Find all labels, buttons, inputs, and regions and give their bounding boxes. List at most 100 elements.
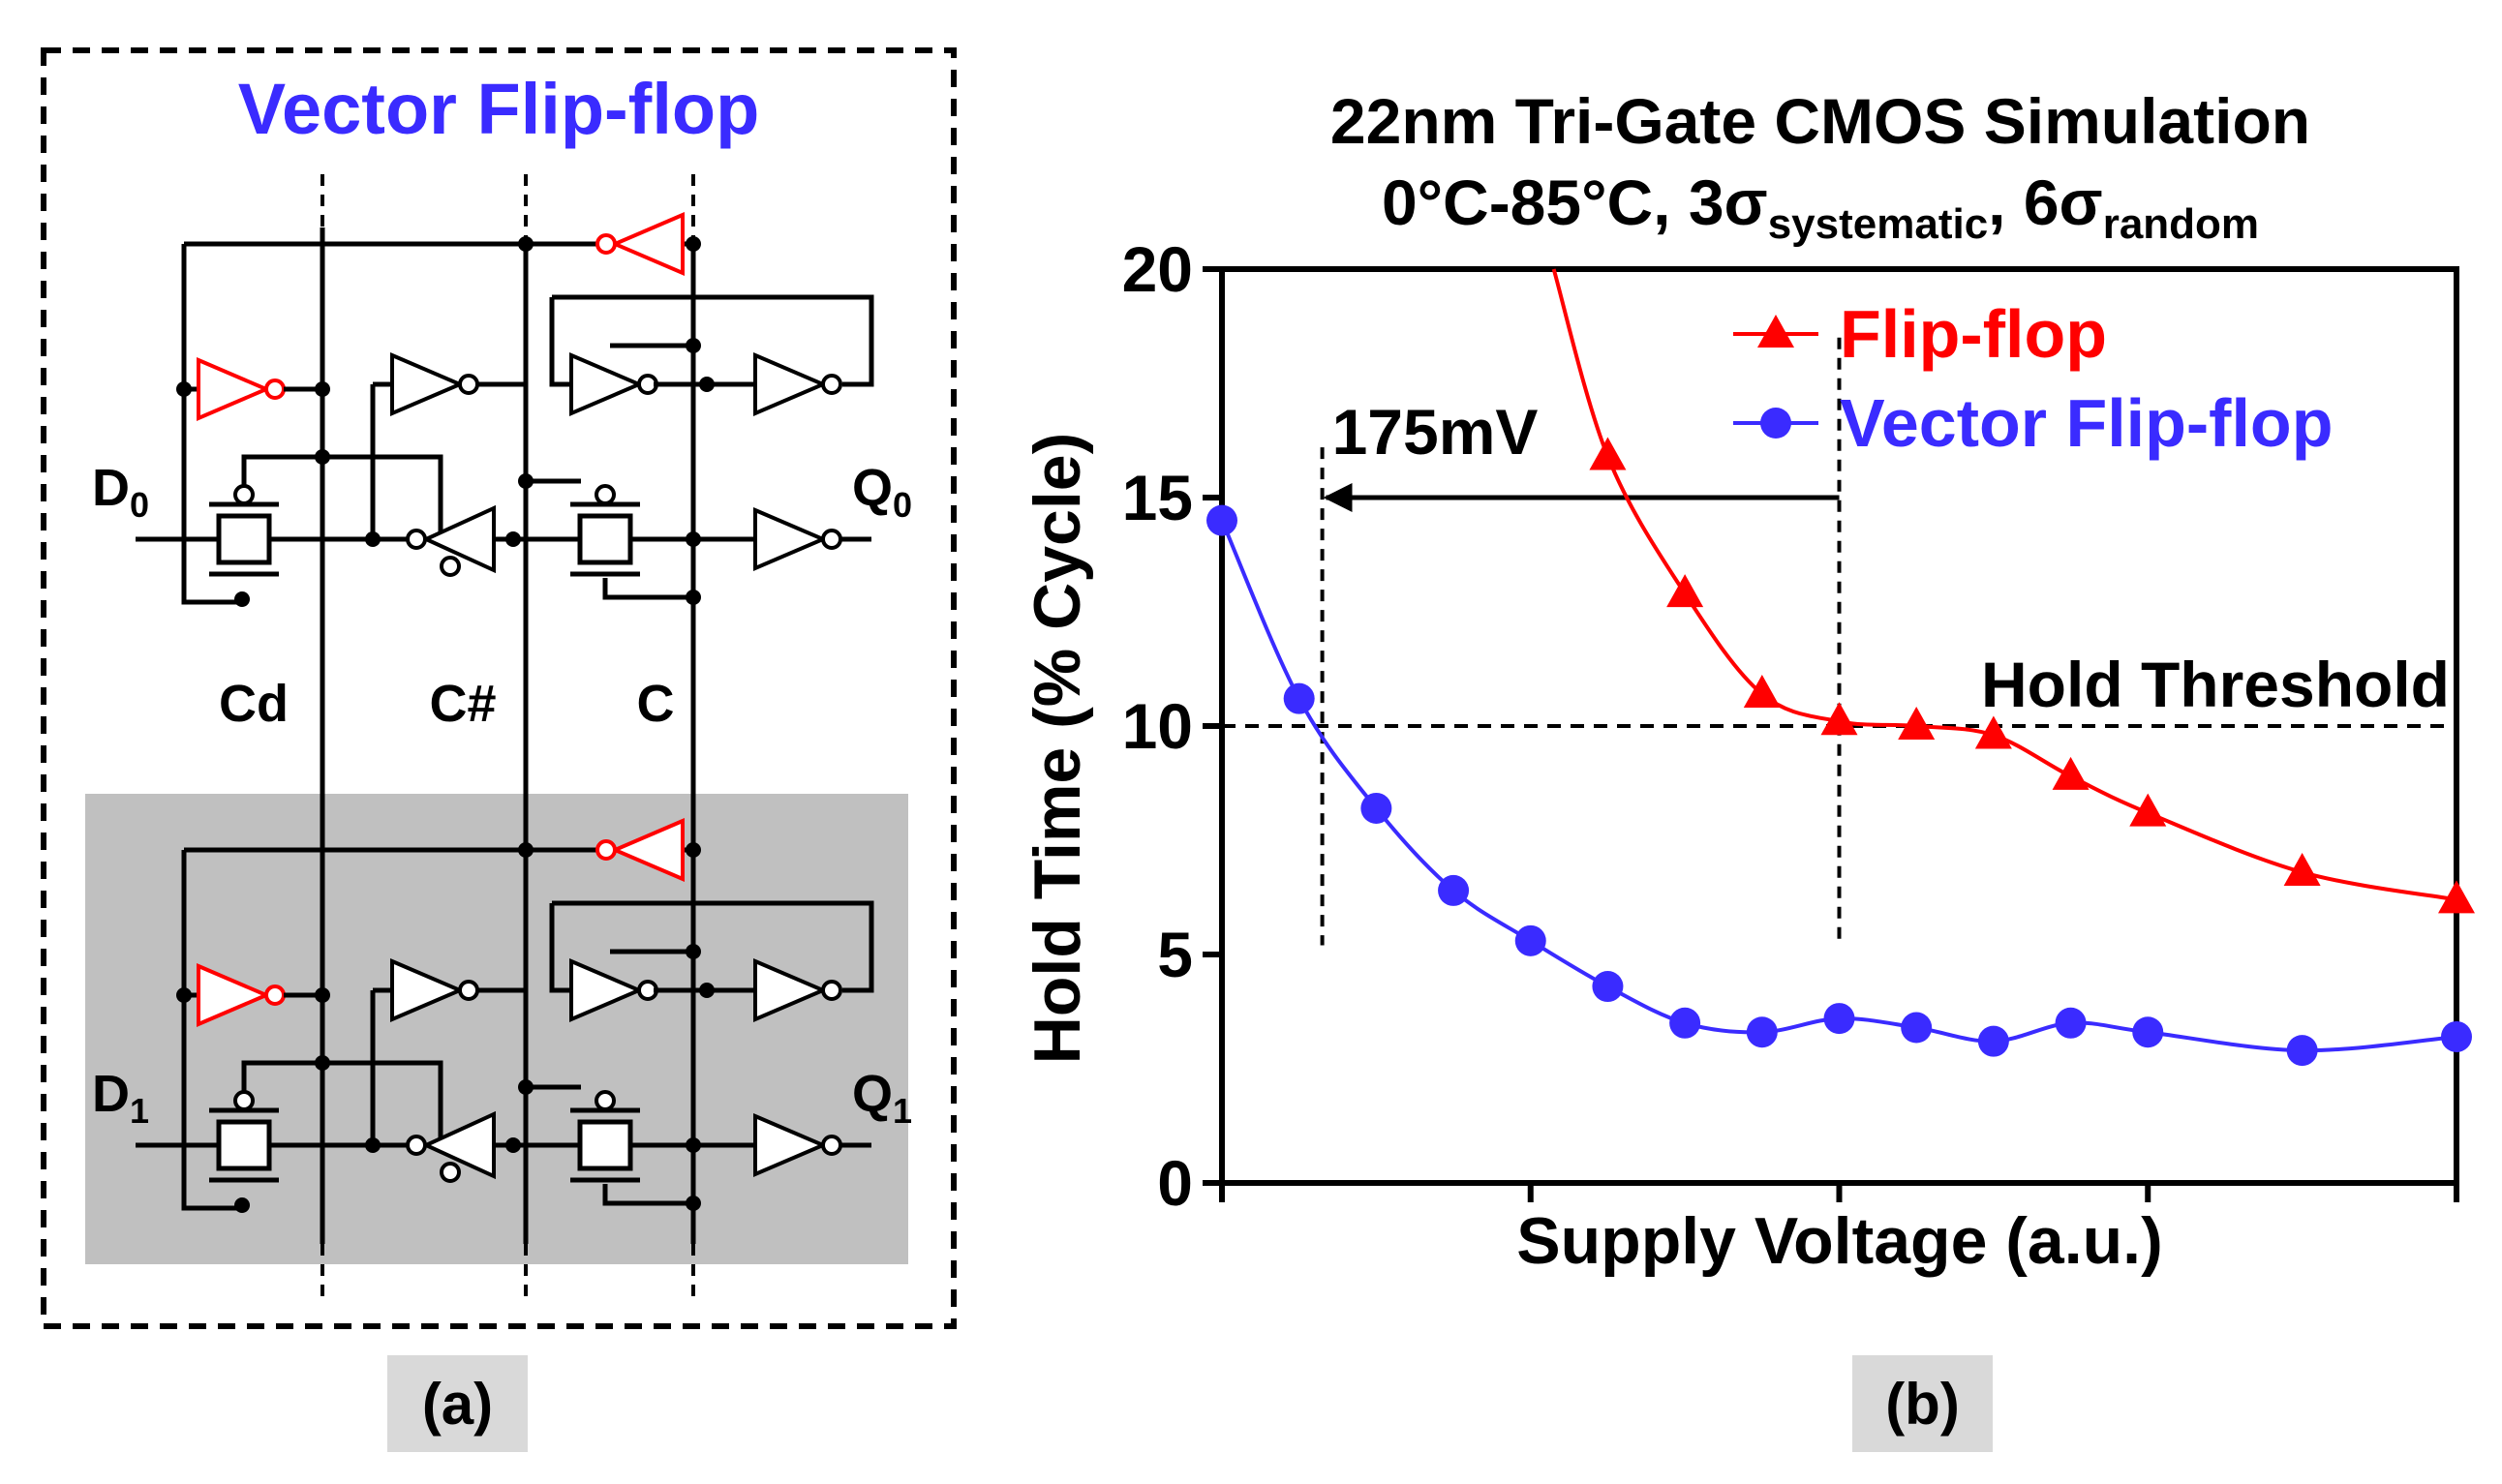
junction-dot	[518, 236, 534, 252]
slave-inverter-2-bubble	[821, 980, 842, 1001]
junction-dot	[686, 236, 701, 252]
y-tick-label: 0	[1157, 1147, 1193, 1219]
data-output-subscript: 1	[893, 1091, 912, 1131]
tristate-bubble	[406, 529, 427, 550]
junction-dot	[315, 987, 330, 1003]
junction-dot	[176, 987, 192, 1003]
junction-dot	[365, 531, 381, 547]
chart-title: 22nm Tri-Gate CMOS Simulation	[1330, 85, 2310, 157]
delta-label: 175mV	[1332, 396, 1539, 468]
wire	[181, 244, 242, 605]
junction-dot	[176, 381, 192, 397]
cd-inverter-red	[197, 356, 272, 422]
cd-inverter-red	[197, 962, 272, 1028]
panel-b-caption: (b)	[1852, 1355, 1993, 1452]
tg-bubble	[595, 1090, 616, 1111]
master-inverter-bubble	[458, 374, 479, 395]
data-point-vector-flipflop	[1901, 1012, 1933, 1044]
output-inverter	[753, 1112, 829, 1178]
tristate-inverter	[421, 504, 496, 574]
output-inverter-bubble	[821, 529, 842, 550]
tg-bubble	[233, 484, 255, 505]
slave-inverter-1	[569, 957, 645, 1023]
master-inverter-bubble	[458, 980, 479, 1001]
wire	[602, 578, 693, 600]
slave-inverter-2-bubble	[821, 374, 842, 395]
data-point-flipflop	[1666, 574, 1704, 608]
legend-marker-flipflop	[1757, 315, 1794, 348]
wire	[552, 900, 874, 993]
data-point-flipflop	[2052, 756, 2090, 790]
tristate-bubble	[406, 1135, 427, 1156]
keeper-inverter-red	[609, 817, 685, 883]
data-point-vector-flipflop	[1977, 1025, 2009, 1057]
data-point-vector-flipflop	[1206, 504, 1237, 536]
keeper-inverter-red-bubble	[595, 839, 617, 861]
data-point-vector-flipflop	[2055, 1007, 2087, 1039]
data-point-vector-flipflop	[1592, 971, 1624, 1003]
junction-dot	[686, 531, 701, 547]
data-point-vector-flipflop	[1669, 1007, 1701, 1039]
data-point-vector-flipflop	[1438, 874, 1470, 906]
junction-dot	[315, 449, 330, 465]
junction-dot	[234, 591, 250, 607]
data-input-subscript: 0	[130, 485, 149, 525]
data-point-flipflop	[1898, 707, 1936, 740]
junction-dot	[686, 1196, 701, 1211]
data-point-vector-flipflop	[2132, 1016, 2164, 1048]
panel-a-caption: (a)	[387, 1355, 528, 1452]
output-inverter	[753, 506, 829, 572]
tg-bubble	[595, 484, 616, 505]
wire	[549, 903, 571, 993]
cd-inverter-red-bubble	[264, 984, 286, 1006]
tristate-bubble-2	[440, 1162, 461, 1183]
data-point-flipflop	[2129, 793, 2167, 827]
panel-b-chart: 22nm Tri-Gate CMOS Simulation 0°C-85°C, …	[1021, 85, 2475, 1278]
data-point-flipflop	[1974, 715, 2012, 749]
clock-label-cd: Cd	[219, 675, 289, 733]
data-point-vector-flipflop	[1283, 682, 1315, 714]
y-tick-label: 5	[1157, 919, 1193, 990]
data-point-vector-flipflop	[1823, 1003, 1855, 1035]
junction-dot	[315, 1055, 330, 1071]
panel-a-frame	[41, 47, 957, 1329]
junction-dot	[518, 473, 534, 489]
junction-dot	[315, 381, 330, 397]
y-tick-label: 20	[1122, 233, 1193, 305]
junction-dot	[699, 983, 715, 998]
hold-threshold-label: Hold Threshold	[1981, 649, 2450, 720]
wire	[549, 297, 571, 387]
data-point-vector-flipflop	[1514, 924, 1546, 956]
wire	[602, 1184, 693, 1206]
data-point-flipflop	[2438, 880, 2475, 914]
data-input-label: D0	[92, 459, 149, 525]
wire	[241, 1060, 443, 1145]
transmission-gate	[577, 1119, 633, 1171]
slave-inverter-1	[569, 351, 645, 417]
legend-label-0: Flip-flop	[1840, 296, 2107, 372]
clock-dashed-lines	[320, 174, 695, 1302]
cd-inverter-red-bubble	[264, 379, 286, 400]
output-inverter-bubble	[821, 1135, 842, 1156]
y-tick-label: 15	[1122, 462, 1193, 533]
clock-label-c: C	[637, 675, 675, 733]
data-point-flipflop	[1743, 674, 1781, 708]
legend-marker-vector-flipflop	[1760, 408, 1791, 439]
junction-dot	[234, 1197, 250, 1213]
data-point-vector-flipflop	[1746, 1016, 1778, 1048]
junction-dot	[699, 377, 715, 392]
data-output-subscript: 0	[893, 485, 912, 525]
legend-label-1: Vector Flip-flop	[1840, 385, 2333, 461]
vector-flipflop-title: Vector Flip-flop	[238, 69, 760, 149]
data-point-flipflop	[1589, 437, 1627, 470]
data-point-vector-flipflop	[2441, 1020, 2472, 1052]
junction-dot	[365, 1137, 381, 1153]
chart-subtitle: 0°C-85°C, 3σsystematic, 6σrandom	[1382, 167, 2259, 248]
x-axis-label: Supply Voltage (a.u.)	[1516, 1204, 2162, 1278]
junction-dot	[686, 842, 701, 858]
